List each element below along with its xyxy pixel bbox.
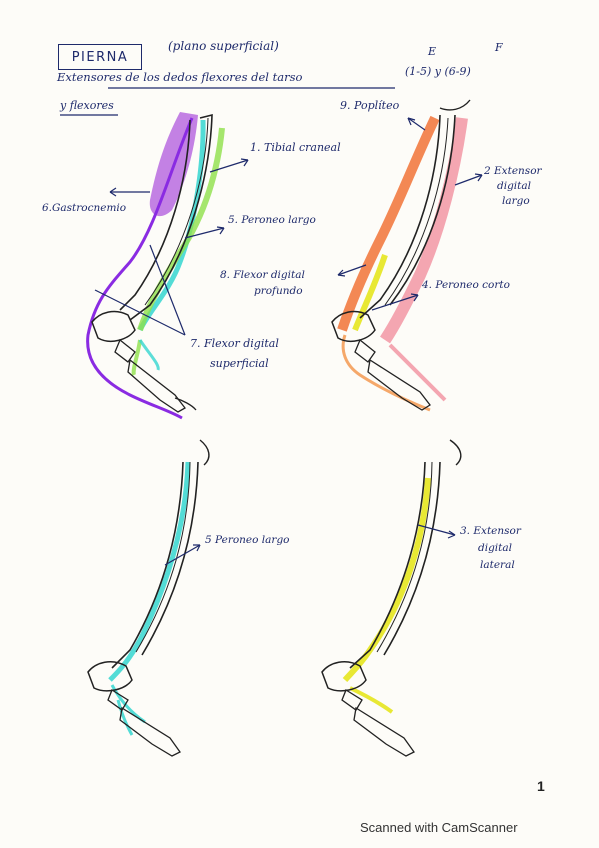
peroneus-brevis-muscle <box>352 254 388 332</box>
label-peroneo-largo-bottom: 5 Peroneo largo <box>205 534 290 546</box>
gastrocnemius-tendon <box>86 117 194 420</box>
scanner-footer: Scanned with CamScanner <box>360 820 518 835</box>
label-extensor-lateral-1: 3. Extensor <box>460 525 521 537</box>
label-peroneo-corto: 4. Peroneo corto <box>422 279 510 291</box>
page-title: PIERNA <box>58 44 142 70</box>
leg-drawing-top-left <box>86 112 225 420</box>
label-tibial-craneal: 1. Tibial craneal <box>250 141 341 154</box>
extensor-digital-long-muscle <box>379 117 468 344</box>
label-peroneo-largo-top: 5. Peroneo largo <box>228 214 316 226</box>
label-extensor-lateral-3: lateral <box>480 559 515 571</box>
header-line-2: y flexores <box>60 99 114 112</box>
label-extensor-lateral-2: digital <box>478 542 512 554</box>
label-extensor-largo-2: digital <box>497 180 531 192</box>
label-flexor-profundo-2: profundo <box>254 285 303 297</box>
label-flexor-superficial-2: superficial <box>210 357 269 370</box>
label-f: F <box>495 41 503 54</box>
flexor-deep-tendon <box>341 334 431 412</box>
popliteus-muscle <box>337 115 440 332</box>
annotation-arrows <box>60 87 483 566</box>
leg-drawing-top-right <box>331 99 471 412</box>
label-gastrocnemio: 6.Gastrocnemio <box>42 202 127 214</box>
label-extensor-largo-1: 2 Extensor <box>484 165 542 177</box>
page-number: 1 <box>537 778 545 794</box>
label-extensor-largo-3: largo <box>502 195 530 207</box>
extensor-digital-lateral-muscle <box>342 477 431 682</box>
leg-drawing-bottom-right <box>321 439 462 757</box>
header-ranges: (1-5) y (6-9) <box>405 65 471 78</box>
subtitle: (plano superficial) <box>168 39 279 53</box>
label-e: E <box>428 45 437 58</box>
header-line-1: Extensores de los dedos flexores del tar… <box>57 70 303 84</box>
label-flexor-profundo-1: 8. Flexor digital <box>220 269 305 281</box>
label-flexor-superficial-1: 7. Flexor digital <box>190 337 279 350</box>
label-popliteo: 9. Poplíteo <box>340 99 400 112</box>
leg-drawing-bottom-left <box>87 439 210 757</box>
peroneus-longus-bottom-muscle <box>108 461 191 682</box>
